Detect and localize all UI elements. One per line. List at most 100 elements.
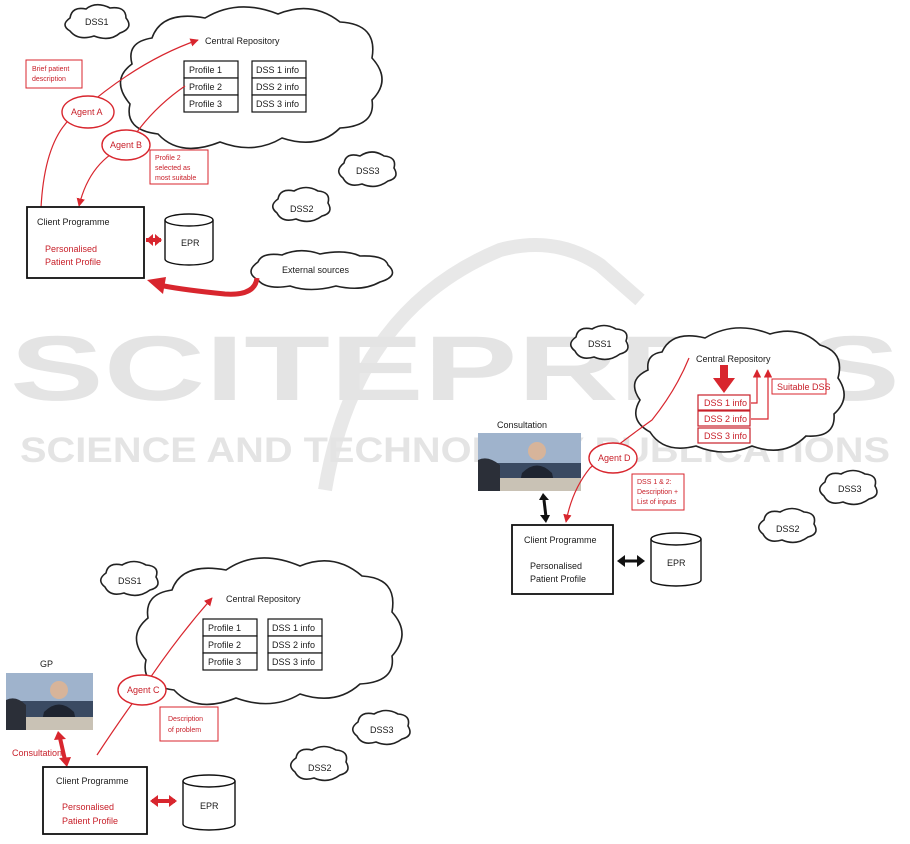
dss3-label: DSS3: [838, 484, 862, 494]
dss2-cloud: DSS2: [289, 745, 349, 782]
external-sources-cloud: External sources: [250, 249, 394, 291]
gp-photo: [6, 673, 93, 730]
dss-info-table: DSS 1 info DSS 2 info DSS 3 info: [697, 394, 751, 444]
client-epr-arrow: [617, 555, 645, 567]
dss-info-label: DSS 3 info: [704, 431, 747, 441]
dss3-cloud: DSS3: [337, 151, 397, 188]
repository-cloud: Central Repository: [119, 6, 383, 150]
agent-b-label: Agent B: [110, 140, 142, 150]
dss1-cloud: DSS1: [569, 324, 629, 361]
dss2-label: DSS2: [308, 763, 332, 773]
consultation-title: Consultation: [497, 420, 547, 430]
dss-info-cell: [697, 394, 751, 411]
agent-a-label: Agent A: [71, 107, 103, 117]
repository-title: Central Repository: [696, 354, 771, 364]
dss-info-cell: [267, 652, 323, 671]
client-programme-box: Client Programme Personalised Patient Pr…: [511, 524, 614, 595]
dss-info-cell: [251, 94, 307, 113]
client-epr-arrow: [146, 234, 162, 246]
dss-info-label: DSS 2 info: [272, 640, 315, 650]
note-line: description: [32, 76, 66, 83]
dss2-cloud: DSS2: [757, 507, 817, 544]
gp-title: GP: [40, 659, 53, 669]
gp-client-arrow: [54, 731, 71, 767]
dss1-suitable-link: [751, 369, 762, 404]
dss1-cloud: DSS1: [64, 3, 130, 40]
dss3-label: DSS3: [356, 166, 380, 176]
client-subtitle: Personalised: [530, 561, 582, 571]
lookup-arrow-shaft: [720, 365, 728, 379]
client-subtitle: Patient Profile: [45, 257, 101, 267]
dss2-label: DSS2: [776, 524, 800, 534]
external-flow: [163, 277, 260, 297]
consultation-photo: [478, 433, 581, 491]
client-programme-box: Client Programme Personalised Patient Pr…: [26, 206, 145, 279]
dss3-cloud: DSS3: [818, 469, 878, 506]
consultation-label: Consultation: [12, 748, 62, 758]
note-dss-inputs: DSS 1 & 2: Description + List of inputs: [631, 473, 685, 511]
panel-gp-consultation: DSS1 DSS3 DSS2 Central Repository Profil…: [6, 557, 411, 835]
dss-info-label: DSS 1 info: [256, 65, 299, 75]
dss1-label: DSS1: [85, 17, 109, 27]
note-line: Description +: [637, 489, 678, 496]
suitable-dss-text: Suitable DSS: [777, 382, 831, 392]
agent-d: Agent D: [588, 442, 638, 474]
profile-label: Profile 1: [189, 65, 222, 75]
dss-info-label: DSS 3 info: [256, 99, 299, 109]
repository-title: Central Repository: [226, 594, 301, 604]
note-brief-description: Brief patient description: [25, 59, 83, 89]
profile-cell: [202, 652, 258, 671]
panel-profile-selection: DSS1 DSS3 DSS2 Central Repository Profil…: [25, 3, 397, 297]
epr-label: EPR: [181, 238, 200, 248]
epr-cylinder: EPR: [182, 774, 236, 831]
dss-info-cell: [697, 427, 751, 444]
dss2-cloud: DSS2: [271, 186, 331, 223]
client-subtitle: Personalised: [45, 244, 97, 254]
repository-cloud: Central Repository: [633, 327, 845, 453]
external-label: External sources: [282, 265, 350, 275]
consultation-client-arrow: [539, 493, 550, 523]
dss2-suitable-link: [751, 369, 773, 420]
note-line: selected as: [155, 165, 191, 172]
panel-dss-suitability: DSS1 DSS3 DSS2 Central Repository DSS 1 …: [478, 324, 878, 595]
client-subtitle: Patient Profile: [62, 816, 118, 826]
note-line: Profile 2: [155, 155, 181, 162]
client-title: Client Programme: [37, 217, 110, 227]
dss3-label: DSS3: [370, 725, 394, 735]
profile-table: Profile 1 Profile 2 Profile 3 DSS 1 info…: [202, 618, 323, 671]
client-title: Client Programme: [56, 776, 129, 786]
note-profile-selected: Profile 2 selected as most suitable: [149, 149, 209, 185]
note-line: Description: [168, 716, 203, 723]
profile-label: Profile 2: [208, 640, 241, 650]
agent-b: Agent B: [101, 129, 151, 161]
note-line: most suitable: [155, 175, 196, 182]
dss-info-label: DSS 1 info: [272, 623, 315, 633]
dss-info-label: DSS 3 info: [272, 657, 315, 667]
external-arrowhead: [147, 277, 166, 294]
dss-info-label: DSS 2 info: [256, 82, 299, 92]
profile-label: Profile 1: [208, 623, 241, 633]
note-line: DSS 1 & 2:: [637, 479, 672, 486]
epr-cylinder: EPR: [164, 213, 214, 266]
note-line: Brief patient: [32, 66, 69, 73]
agent-d-label: Agent D: [598, 453, 631, 463]
dss1-label: DSS1: [118, 576, 142, 586]
agent-a: Agent A: [61, 95, 115, 129]
epr-cylinder: EPR: [650, 532, 702, 587]
dss-info-label: DSS 1 info: [704, 398, 747, 408]
profile-table: Profile 1 Profile 2 Profile 3 DSS 1 info…: [183, 60, 307, 113]
profile-label: Profile 3: [208, 657, 241, 667]
agent-c: Agent C: [117, 674, 167, 706]
dss3-cloud: DSS3: [351, 709, 411, 746]
dss2-label: DSS2: [290, 204, 314, 214]
client-programme-box: Client Programme Personalised Patient Pr…: [42, 766, 148, 835]
client-epr-arrow: [150, 795, 177, 807]
profile-cell: [183, 94, 239, 113]
lookup-arrowhead: [713, 378, 735, 393]
watermark-swoosh: [318, 238, 645, 492]
profile-label: Profile 3: [189, 99, 222, 109]
dss1-cloud: DSS1: [99, 560, 159, 597]
note-line: List of inputs: [637, 499, 677, 506]
